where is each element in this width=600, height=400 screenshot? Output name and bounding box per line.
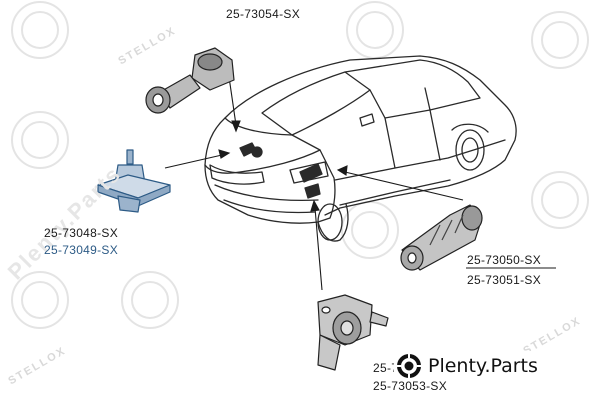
- part-label-right-a: 25-73050-SX: [467, 253, 542, 267]
- mount-part-bottom: [317, 294, 389, 371]
- mount-part-left: [97, 149, 171, 213]
- part-label-left-b: 25-73049-SX: [44, 243, 119, 257]
- gear-icon: [397, 354, 421, 378]
- part-label-bottom-b: 25-73053-SX: [373, 379, 448, 393]
- watermark-seals: [11, 1, 589, 329]
- part-label-left-a: 25-73048-SX: [44, 226, 119, 240]
- brand-logo: Plenty.Parts: [394, 351, 544, 381]
- brand-name: Plenty.Parts: [428, 355, 538, 377]
- car-illustration: [204, 55, 517, 242]
- mount-part-right: [400, 204, 483, 271]
- part-label-top: 25-73054-SX: [226, 7, 301, 21]
- mount-part-top: [145, 47, 235, 114]
- part-label-right-b: 25-73051-SX: [467, 273, 542, 287]
